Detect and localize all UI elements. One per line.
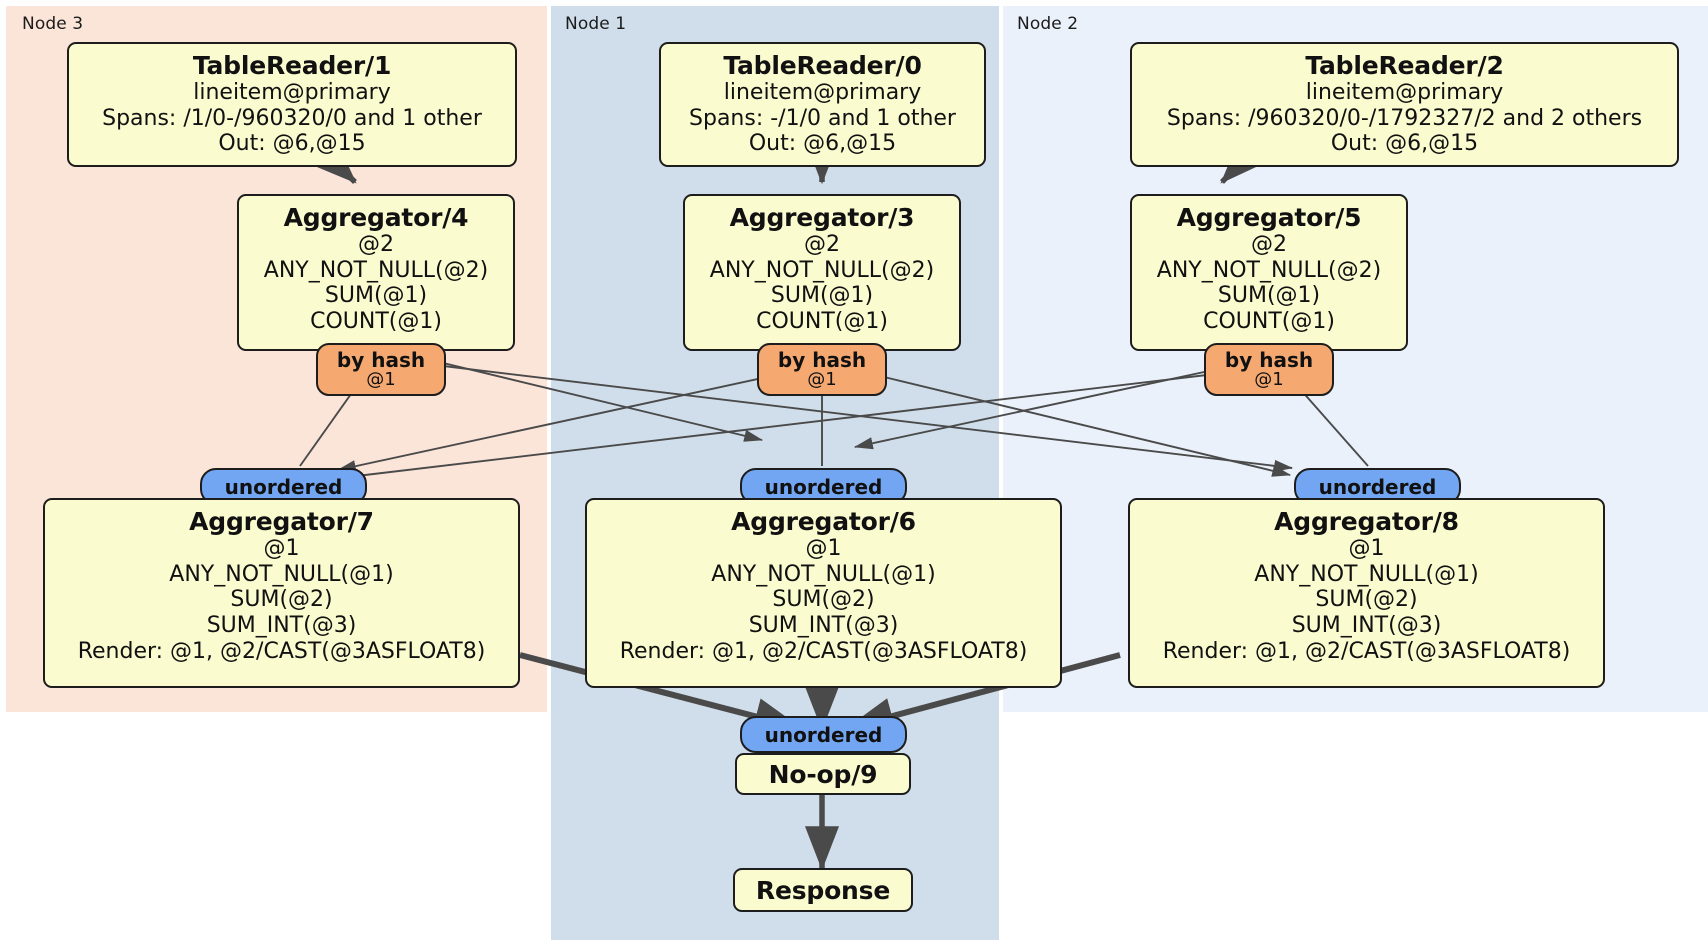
processor-line: lineitem@primary [723,80,922,105]
processor-aggregator-5[interactable]: Aggregator/5 @2 ANY_NOT_NULL(@2) SUM(@1)… [1130,194,1408,351]
processor-line: Spans: -/1/0 and 1 other [689,105,956,131]
processor-aggregator-7[interactable]: Aggregator/7 @1 ANY_NOT_NULL(@1) SUM(@2)… [43,498,520,688]
processor-line: COUNT(@1) [756,309,888,335]
processor-title: Aggregator/4 [283,203,469,232]
router-by-hash-right[interactable]: by hash @1 [1204,343,1334,396]
processor-line: Spans: /1/0-/960320/0 and 1 other [102,105,482,131]
processor-title: No-op/9 [768,759,878,789]
processor-aggregator-8[interactable]: Aggregator/8 @1 ANY_NOT_NULL(@1) SUM(@2)… [1128,498,1605,688]
node-label-node2: Node 2 [1017,14,1079,34]
processor-title: Aggregator/3 [729,203,915,232]
router-column: @1 [1254,369,1284,391]
processor-title: TableReader/2 [1305,51,1504,80]
synchronizer-label: unordered [764,722,883,747]
processor-line: ANY_NOT_NULL(@1) [1254,561,1479,587]
node-label-node3: Node 3 [22,14,84,34]
synchronizer-label: unordered [224,474,343,499]
processor-line: SUM_INT(@3) [748,613,899,639]
processor-line: SUM(@1) [770,283,874,309]
processor-title: TableReader/1 [192,51,392,80]
processor-line: ANY_NOT_NULL(@2) [1156,257,1382,283]
processor-title: Response [755,875,891,905]
processor-line: SUM(@2) [230,587,333,613]
synchronizer-label: unordered [764,474,883,499]
processor-line: ANY_NOT_NULL(@2) [263,257,489,283]
processor-line: SUM(@2) [1315,587,1418,613]
processor-line: SUM_INT(@3) [206,613,357,639]
processor-noop-9[interactable]: No-op/9 [735,753,911,795]
processor-title: Aggregator/5 [1176,203,1362,232]
processor-table-reader-1[interactable]: TableReader/1 lineitem@primary Spans: /1… [67,42,517,167]
processor-line: @2 [1251,232,1287,257]
processor-title: Aggregator/7 [189,507,374,536]
processor-line: ANY_NOT_NULL(@1) [169,561,394,587]
processor-table-reader-2[interactable]: TableReader/2 lineitem@primary Spans: /9… [1130,42,1679,167]
router-column: @1 [807,369,837,391]
processor-line: SUM(@1) [324,283,428,309]
processor-line: COUNT(@1) [1203,309,1335,335]
processor-title: TableReader/0 [723,51,922,80]
processor-aggregator-3[interactable]: Aggregator/3 @2 ANY_NOT_NULL(@2) SUM(@1)… [683,194,961,351]
processor-line: SUM(@1) [1217,283,1321,309]
router-kind: by hash [1224,348,1314,373]
processor-title: Aggregator/8 [1274,507,1459,536]
processor-line: Out: @6,@15 [748,131,897,157]
processor-line: Render: @1, @2/CAST(@3ASFLOAT8) [77,638,486,664]
processor-line: Render: @1, @2/CAST(@3ASFLOAT8) [1162,638,1571,664]
processor-line: ANY_NOT_NULL(@1) [711,561,936,587]
processor-table-reader-0[interactable]: TableReader/0 lineitem@primary Spans: -/… [659,42,986,167]
processor-response[interactable]: Response [733,868,913,912]
processor-line: Render: @1, @2/CAST(@3ASFLOAT8) [619,638,1028,664]
router-by-hash-left[interactable]: by hash @1 [316,343,446,396]
synchronizer-label: unordered [1318,474,1437,499]
router-column: @1 [366,369,396,391]
processor-line: @2 [358,232,394,257]
processor-line: lineitem@primary [193,80,391,105]
router-kind: by hash [336,348,426,373]
processor-line: @1 [1348,536,1385,561]
processor-title: Aggregator/6 [731,507,916,536]
synchronizer-unordered-final[interactable]: unordered [740,716,907,753]
processor-line: ANY_NOT_NULL(@2) [709,257,935,283]
processor-line: Out: @6,@15 [1330,131,1479,157]
processor-line: SUM(@2) [772,587,875,613]
processor-line: Spans: /960320/0-/1792327/2 and 2 others [1166,105,1643,131]
processor-aggregator-6[interactable]: Aggregator/6 @1 ANY_NOT_NULL(@1) SUM(@2)… [585,498,1062,688]
processor-line: @2 [804,232,840,257]
node-label-node1: Node 1 [565,14,627,34]
processor-line: lineitem@primary [1305,80,1504,105]
router-by-hash-center[interactable]: by hash @1 [757,343,887,396]
processor-line: @1 [263,536,300,561]
processor-line: Out: @6,@15 [218,131,366,157]
processor-aggregator-4[interactable]: Aggregator/4 @2 ANY_NOT_NULL(@2) SUM(@1)… [237,194,515,351]
processor-line: @1 [805,536,842,561]
router-kind: by hash [777,348,867,373]
processor-line: SUM_INT(@3) [1291,613,1442,639]
processor-line: COUNT(@1) [310,309,442,335]
